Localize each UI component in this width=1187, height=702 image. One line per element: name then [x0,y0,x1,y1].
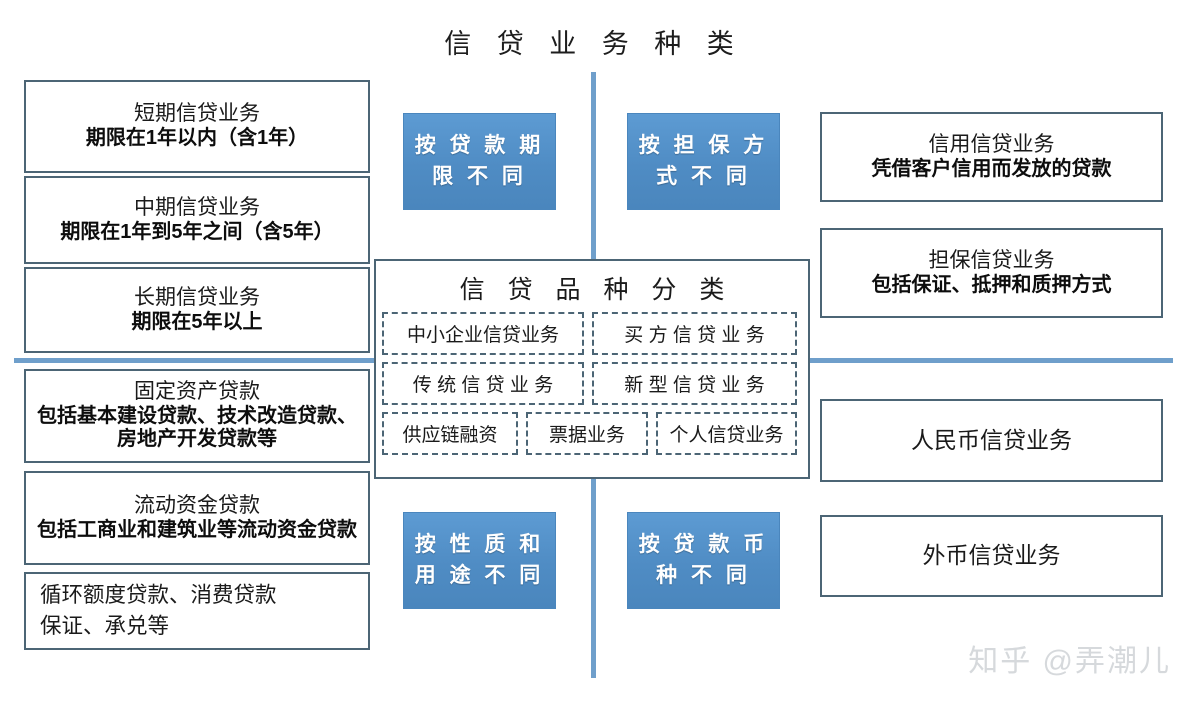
subitem-new-credit[interactable]: 新 型 信 贷 业 务 [592,362,797,405]
blue-label-line-2: 种 不 同 [656,563,751,587]
card-title: 长期信贷业务 [134,285,260,309]
card-title: 短期信贷业务 [134,102,260,126]
blue-label-line-1: 按 担 保 方 [638,134,769,158]
card-working-capital-loan[interactable]: 流动资金贷款 包括工商业和建筑业等流动资金贷款 [24,471,370,565]
subitem-buyer-credit[interactable]: 买 方 信 贷 业 务 [592,312,797,355]
card-secured-credit[interactable]: 担保信贷业务 包括保证、抵押和质押方式 [820,228,1163,318]
card-title: 人民币信贷业务 [911,426,1072,453]
blue-label-line-2: 式 不 同 [656,164,751,188]
subitem-supply-chain-finance[interactable]: 供应链融资 [382,412,518,455]
card-title: 担保信贷业务 [928,248,1055,272]
card-title: 信用信贷业务 [928,132,1055,156]
subitem-row: 供应链融资 票据业务 个人信贷业务 [382,412,802,455]
subitem-personal-credit[interactable]: 个人信贷业务 [656,412,797,455]
subitem-row: 中小企业信贷业务 买 方 信 贷 业 务 [382,312,802,355]
card-title: 固定资产贷款 [134,380,260,404]
card-title: 循环额度贷款、消费贷款 [40,583,277,608]
blue-label-line-2: 限 不 同 [432,164,527,188]
card-detail: 包括基本建设贷款、技术改造贷款、房地产开发贷款等 [37,404,357,451]
blue-label-line-1: 按 性 质 和 [414,533,545,557]
blue-label-line-1: 按 贷 款 币 [638,533,769,557]
card-foreign-currency-credit[interactable]: 外币信贷业务 [820,515,1163,597]
blue-label-by-loan-term[interactable]: 按 贷 款 期 限 不 同 [403,113,556,210]
card-long-term-credit[interactable]: 长期信贷业务 期限在5年以上 [24,267,370,353]
card-title: 外币信贷业务 [922,542,1061,569]
card-title: 中期信贷业务 [134,195,260,219]
card-unsecured-credit[interactable]: 信用信贷业务 凭借客户信用而发放的贷款 [820,112,1163,202]
card-detail: 保证、承兑等 [40,614,170,638]
horizontal-connector-left [14,358,580,363]
center-panel-title: 信 贷 品 种 分 类 [459,276,733,304]
card-detail: 包括工商业和建筑业等流动资金贷款 [37,518,357,541]
card-fixed-asset-loan[interactable]: 固定资产贷款 包括基本建设贷款、技术改造贷款、房地产开发贷款等 [24,369,370,463]
blue-label-by-currency[interactable]: 按 贷 款 币 种 不 同 [627,512,780,609]
blue-label-line-2: 用 途 不 同 [414,563,545,587]
card-detail: 期限在5年以上 [131,310,263,333]
subitem-bill-business[interactable]: 票据业务 [526,412,648,455]
subitem-row: 传 统 信 贷 业 务 新 型 信 贷 业 务 [382,362,802,405]
center-panel-subitems: 中小企业信贷业务 买 方 信 贷 业 务 传 统 信 贷 业 务 新 型 信 贷… [376,306,808,461]
card-revolving-consumer-loan[interactable]: 循环额度贷款、消费贷款 保证、承兑等 [24,572,370,650]
horizontal-connector-right [607,358,1173,363]
watermark-zhihu: 知乎 @弄潮儿 [968,645,1171,678]
blue-label-line-1: 按 贷 款 期 [414,134,545,158]
center-panel-credit-categories[interactable]: 信 贷 品 种 分 类 中小企业信贷业务 买 方 信 贷 业 务 传 统 信 贷… [374,259,810,479]
vertical-connector-top [591,72,596,262]
card-medium-term-credit[interactable]: 中期信贷业务 期限在1年到5年之间（含5年） [24,176,370,264]
subitem-traditional-credit[interactable]: 传 统 信 贷 业 务 [382,362,584,405]
subitem-sme-credit[interactable]: 中小企业信贷业务 [382,312,584,355]
vertical-connector-bottom [591,478,596,678]
card-detail: 期限在1年以内（含1年） [85,127,309,150]
blue-label-by-nature-and-use[interactable]: 按 性 质 和 用 途 不 同 [403,512,556,609]
card-detail: 凭借客户信用而发放的贷款 [871,157,1112,180]
page-title: 信 贷 业 务 种 类 [444,29,743,59]
card-short-term-credit[interactable]: 短期信贷业务 期限在1年以内（含1年） [24,80,370,173]
card-title: 流动资金贷款 [134,493,260,517]
card-detail: 包括保证、抵押和质押方式 [871,273,1112,296]
card-rmb-credit[interactable]: 人民币信贷业务 [820,399,1163,482]
blue-label-by-guarantee-type[interactable]: 按 担 保 方 式 不 同 [627,113,780,210]
card-detail: 期限在1年到5年之间（含5年） [60,220,334,243]
